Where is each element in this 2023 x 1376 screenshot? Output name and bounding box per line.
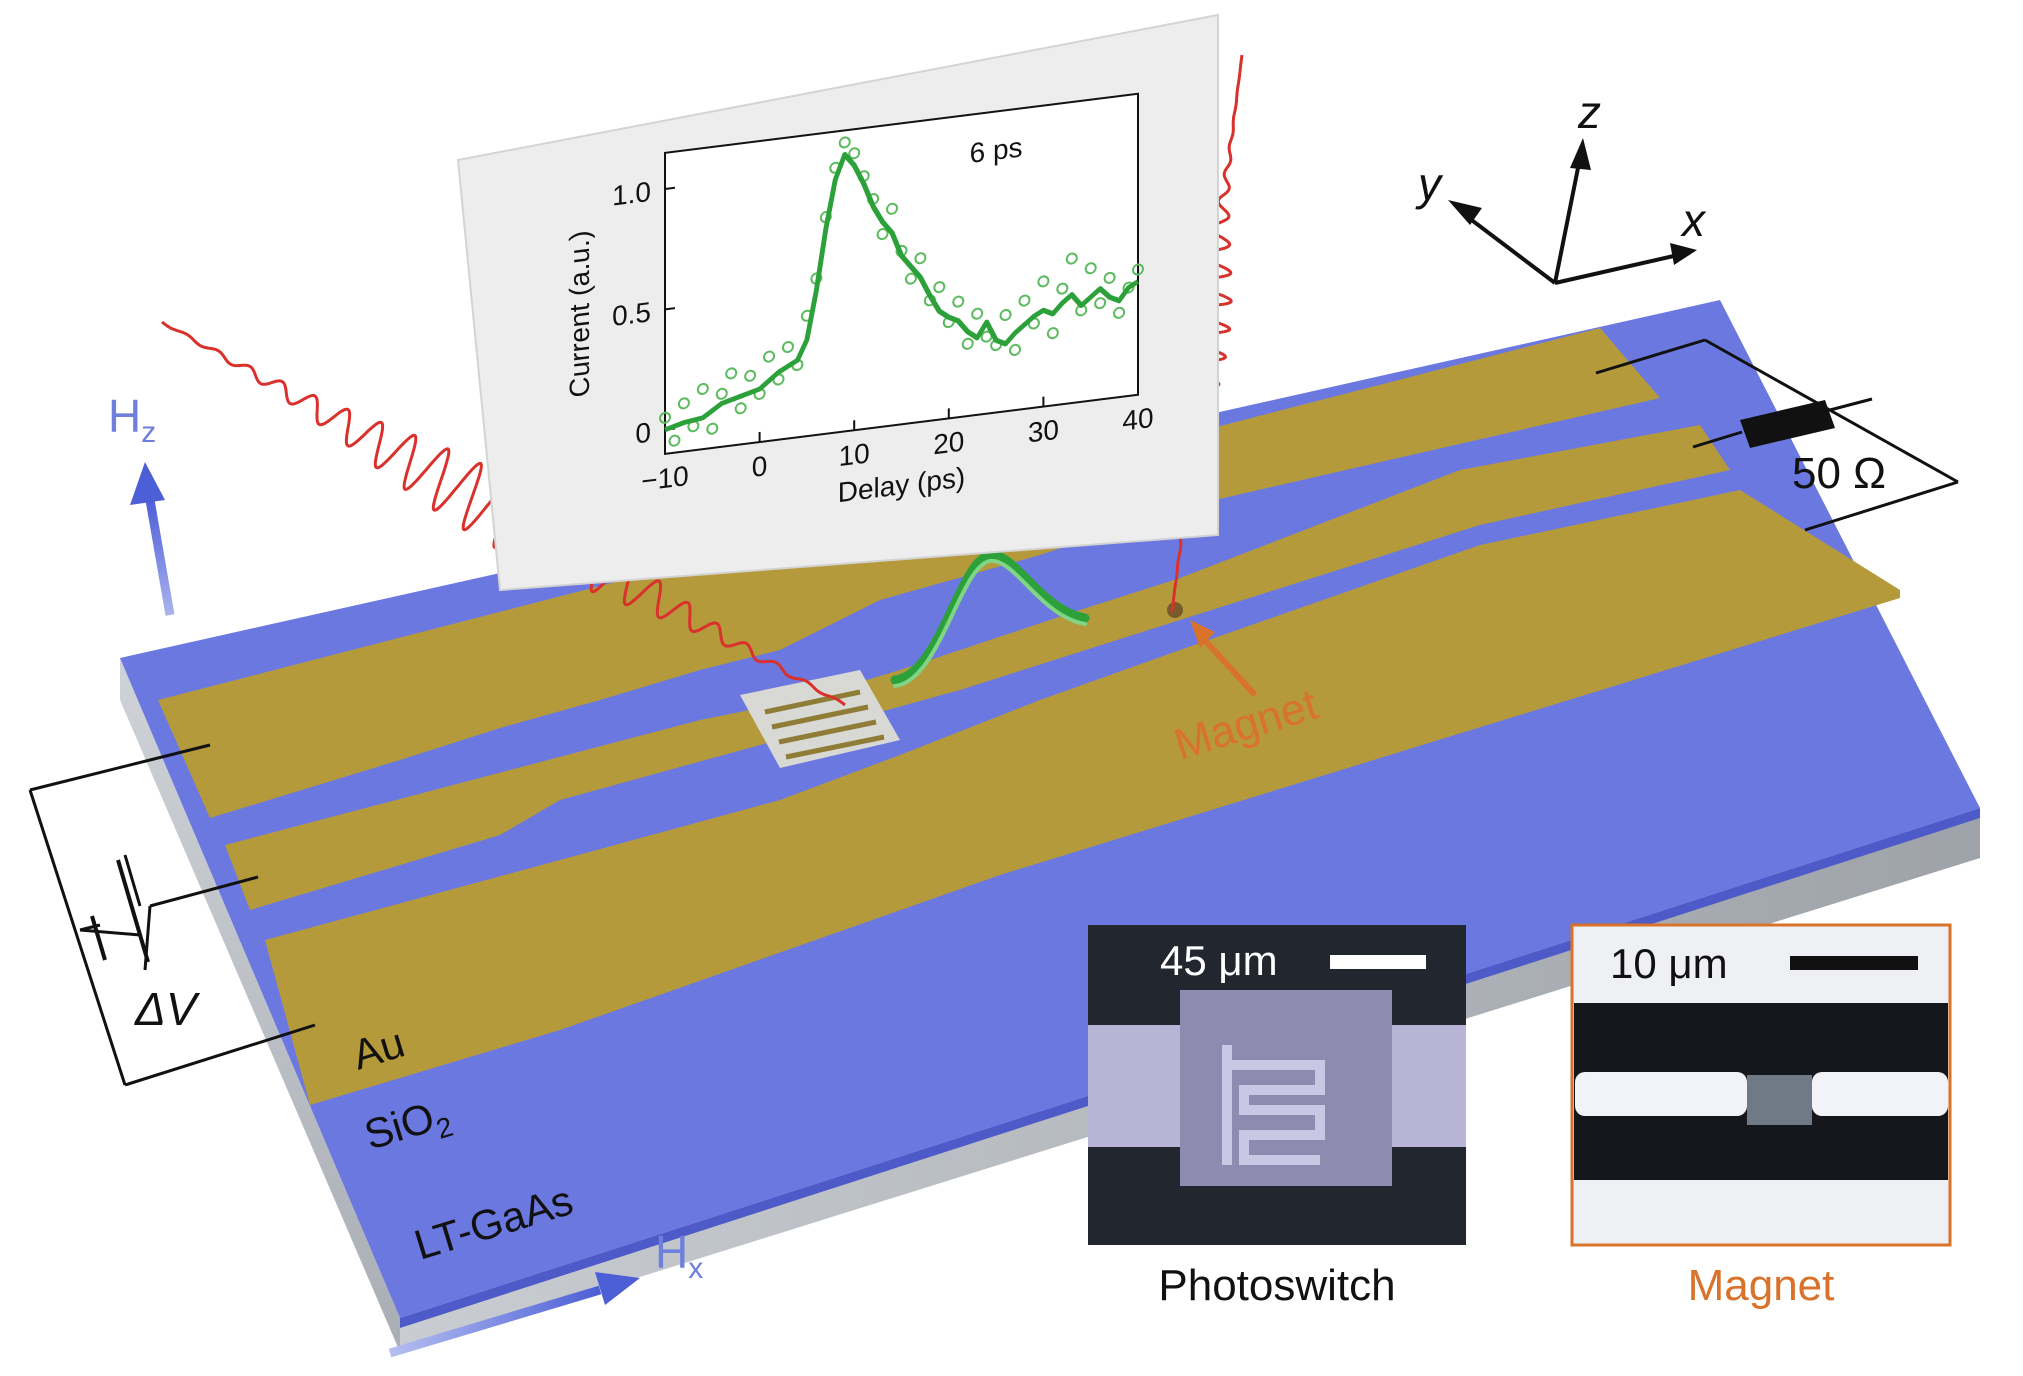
data-point: [1132, 263, 1144, 276]
pulse-width-annotation: 6 ps: [970, 131, 1023, 168]
magnet-scale-label: 10 μm: [1610, 940, 1728, 987]
photoswitch-micrograph: 45 μm: [1088, 925, 1466, 1245]
data-point: [734, 402, 747, 415]
y-tick-label: 0.5: [612, 296, 651, 332]
axis-z-label: z: [1577, 86, 1601, 138]
hx-field-arrow: [388, 1272, 640, 1358]
battery-symbol: [90, 859, 150, 963]
data-point: [971, 307, 984, 320]
data-point: [848, 147, 861, 160]
data-point: [838, 136, 851, 149]
y-tick-label: 0: [635, 417, 651, 450]
x-tick-label: −10: [641, 460, 688, 497]
x-tick-label: 0: [752, 450, 768, 483]
axis-y-label: y: [1415, 158, 1444, 210]
resistor-label: 50 Ω: [1792, 449, 1886, 498]
coordinate-axes: [1448, 138, 1697, 285]
photoswitch-scale-label: 45 μm: [1160, 937, 1278, 984]
data-point: [715, 387, 728, 400]
data-point: [1056, 282, 1069, 295]
x-tick-label: 10: [839, 437, 870, 472]
hz-field-arrow: [130, 462, 175, 616]
gold-strip-bottom: [265, 490, 1900, 1105]
data-point: [1094, 297, 1107, 310]
termination-circuit: [1595, 338, 1959, 532]
bias-circuit: [28, 743, 316, 1087]
magnet-element: [1167, 602, 1183, 618]
y-tick-label: 1.0: [612, 176, 651, 212]
data-point: [952, 295, 965, 308]
plot-frame: [664, 92, 1139, 455]
data-point: [1046, 327, 1059, 340]
data-point: [744, 369, 757, 382]
scale-bar-10um: [1790, 956, 1918, 970]
magnet-micrograph: 10 μm: [1570, 923, 1952, 1247]
hz-label: Hz: [108, 390, 156, 449]
x-tick-label: 30: [1028, 414, 1059, 449]
data-point: [914, 252, 927, 265]
data-point: [999, 308, 1012, 322]
data-point: [763, 350, 776, 363]
smoothed-current-line: [664, 151, 1140, 433]
y-tick-mark: [665, 186, 675, 190]
x-tick-label: 20: [933, 426, 964, 461]
scale-bar-45um: [1330, 955, 1426, 969]
y-tick-mark: [665, 307, 675, 311]
interdigitated-fingers: [764, 689, 885, 760]
x-tick-label: 40: [1122, 402, 1153, 437]
ltgaas-front-face: [120, 658, 400, 1352]
data-point: [961, 337, 974, 350]
hx-label: Hx: [655, 1226, 703, 1285]
data-point: [1084, 262, 1097, 275]
data-point: [706, 422, 719, 435]
data-point: [886, 202, 899, 215]
axis-x-label: x: [1680, 194, 1707, 246]
current-pulse-curve: [890, 550, 1090, 685]
gold-strip-middle: [225, 425, 1730, 910]
data-point: [1009, 343, 1022, 356]
data-point: [933, 281, 946, 294]
data-point: [1037, 275, 1050, 288]
data-point: [781, 340, 794, 354]
current-pulse-highlight: [893, 558, 1087, 688]
data-point: [668, 434, 681, 447]
photoswitch-serpentine: [1222, 1060, 1325, 1165]
resistor-symbol: [1740, 400, 1835, 448]
data-point: [659, 411, 671, 424]
photoswitch-caption: Photoswitch: [1158, 1261, 1395, 1310]
y-axis-title: Current (a.u.): [564, 229, 595, 399]
magnet-caption: Magnet: [1688, 1261, 1835, 1310]
data-point: [904, 272, 917, 285]
data-point: [725, 367, 738, 380]
data-point: [696, 382, 709, 395]
data-point: [1113, 306, 1126, 319]
data-point: [876, 227, 889, 241]
magnet-element-image: [1747, 1075, 1812, 1125]
data-point: [1103, 271, 1116, 284]
gold-strip-top: [158, 328, 1660, 818]
current-pulse: [890, 550, 1090, 688]
delta-v-label: ΔV: [134, 983, 201, 1035]
data-point: [1065, 252, 1078, 265]
data-point: [1018, 294, 1031, 307]
coplanar-waveguide: [158, 328, 1900, 1105]
data-point: [677, 397, 690, 410]
